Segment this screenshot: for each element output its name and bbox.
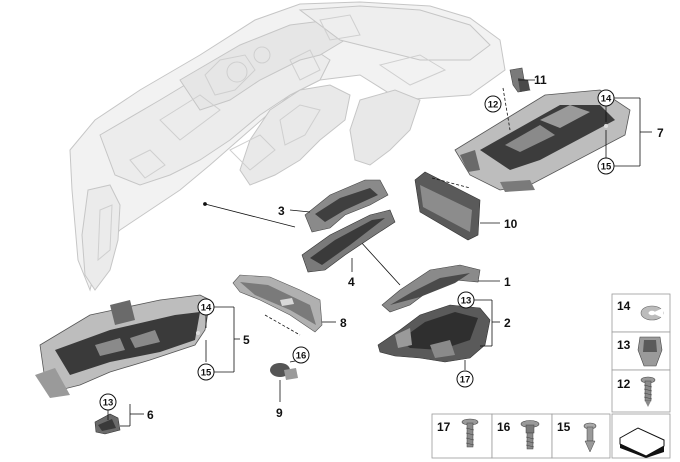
callout-3: 3 bbox=[278, 204, 285, 218]
svg-text:15: 15 bbox=[601, 162, 612, 173]
legend-label-17: 17 bbox=[437, 420, 451, 434]
circled-15-right: 15 bbox=[597, 157, 615, 175]
part-3-trim bbox=[304, 179, 389, 233]
circled-16: 16 bbox=[292, 346, 310, 364]
callout-1: 1 bbox=[504, 275, 511, 289]
bracket-2 bbox=[464, 299, 500, 370]
part-5-tray bbox=[35, 294, 211, 398]
part-4-trim bbox=[301, 209, 396, 273]
part-8-leader bbox=[264, 314, 336, 336]
circled-13-right: 13 bbox=[457, 291, 475, 309]
part-6-bracket bbox=[94, 413, 121, 435]
dashboard-ghost bbox=[69, 1, 506, 292]
rivet-icon bbox=[583, 422, 597, 453]
legend-label-16: 16 bbox=[497, 420, 511, 434]
washer-icon bbox=[640, 305, 664, 321]
svg-text:14: 14 bbox=[601, 94, 612, 105]
part-10-panel bbox=[414, 171, 481, 241]
circled-13-left: 13 bbox=[99, 393, 117, 411]
svg-text:12: 12 bbox=[488, 100, 499, 111]
legend-label-13: 13 bbox=[617, 338, 631, 352]
part-12-dash bbox=[502, 87, 511, 131]
part-7-tray bbox=[454, 89, 631, 192]
svg-text:14: 14 bbox=[201, 303, 212, 314]
bracket-7 bbox=[605, 97, 652, 167]
circled-14-left: 14 bbox=[197, 298, 215, 316]
callout-9: 9 bbox=[276, 406, 283, 420]
clip-nut-icon bbox=[637, 336, 663, 367]
flange-screw-icon bbox=[461, 418, 479, 448]
bracket-5 bbox=[205, 306, 240, 373]
svg-text:13: 13 bbox=[103, 398, 114, 409]
screw-icon bbox=[640, 376, 656, 407]
circled-12: 12 bbox=[484, 95, 502, 113]
legend-label-15: 15 bbox=[557, 420, 571, 434]
circled-15-left: 15 bbox=[197, 363, 215, 381]
legend-cell-12 bbox=[611, 369, 671, 413]
callout-10: 10 bbox=[504, 217, 518, 231]
svg-text:17: 17 bbox=[460, 375, 471, 386]
fastener-legend: 14 13 12 17 16 15 bbox=[431, 293, 671, 459]
callout-11: 11 bbox=[534, 73, 547, 87]
callout-2: 2 bbox=[504, 316, 511, 330]
svg-text:15: 15 bbox=[201, 368, 212, 379]
callout-5: 5 bbox=[243, 333, 250, 347]
part-8-panel bbox=[232, 274, 323, 333]
callout-8: 8 bbox=[340, 316, 347, 330]
legend-label-12: 12 bbox=[617, 377, 631, 391]
part-1-trim bbox=[381, 264, 481, 313]
legend-cell-15 bbox=[551, 413, 611, 459]
svg-text:13: 13 bbox=[461, 296, 472, 307]
legend-label-14: 14 bbox=[617, 299, 631, 313]
set-symbol-icon bbox=[619, 427, 665, 458]
callout-6: 6 bbox=[147, 408, 154, 422]
part-2-console bbox=[377, 304, 491, 363]
collar-screw-icon bbox=[520, 420, 540, 450]
svg-text:16: 16 bbox=[296, 351, 307, 362]
part-9-clip bbox=[270, 363, 298, 380]
callout-7: 7 bbox=[657, 126, 664, 140]
part-6-leader bbox=[107, 404, 144, 427]
circled-14-right: 14 bbox=[597, 89, 615, 107]
legend-cell-16 bbox=[491, 413, 553, 459]
callout-4: 4 bbox=[348, 275, 355, 289]
circled-17-right: 17 bbox=[456, 370, 474, 388]
